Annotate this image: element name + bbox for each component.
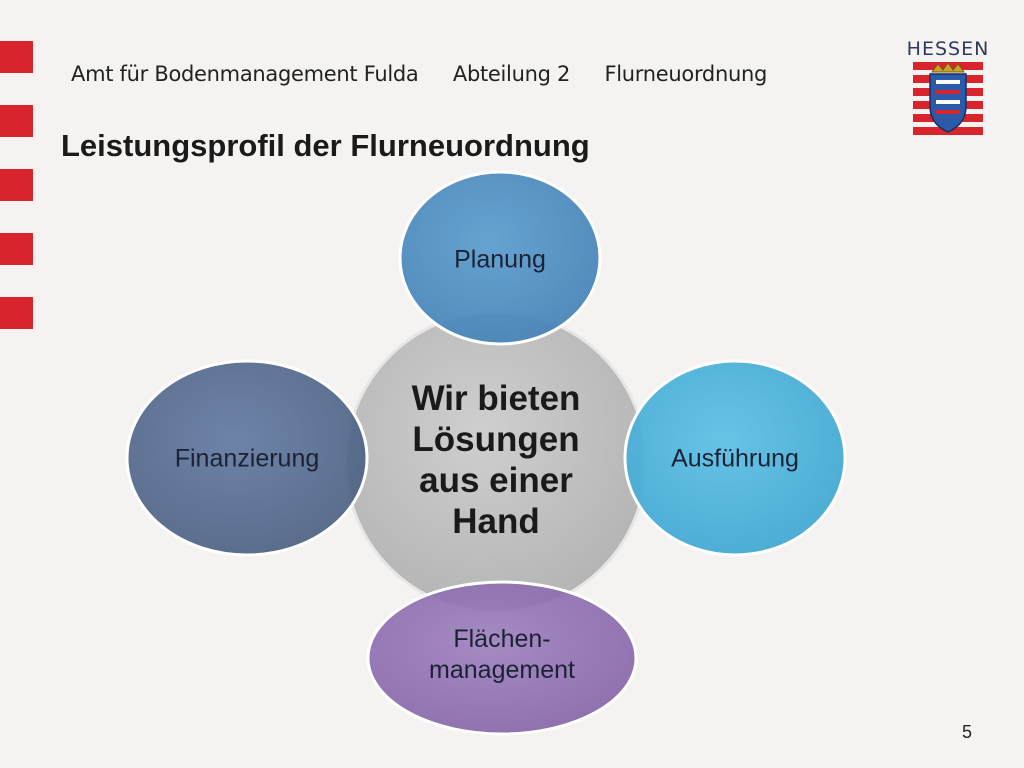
- finanzierung-label: Finanzierung: [174, 444, 320, 473]
- hessen-logo: HESSEN: [906, 38, 990, 143]
- center-line: Wir bieten: [411, 379, 581, 418]
- node-flaechenmanagement: [366, 580, 638, 736]
- center-label: Wir bieten Lösungen aus einer Hand: [412, 378, 581, 542]
- stripe: [0, 297, 33, 329]
- slide-header: Amt für Bodenmanagement Fulda Abteilung …: [71, 62, 795, 86]
- logo-text: HESSEN: [906, 38, 990, 60]
- stripe: [0, 41, 33, 73]
- slide-title: Leistungsprofil der Flurneuordnung: [61, 128, 590, 163]
- management-line: management: [429, 656, 575, 684]
- hessen-coat-of-arms-icon: [913, 62, 983, 135]
- node-finanzierung: [125, 359, 369, 557]
- ausfuehrung-label: Ausführung: [671, 444, 799, 473]
- stripe: [0, 105, 33, 137]
- center-line: Hand: [452, 502, 540, 541]
- header-department: Abteilung 2: [452, 62, 571, 86]
- stripe: [0, 233, 33, 265]
- center-line: aus einer: [419, 461, 573, 500]
- node-ausfuehrung: [623, 359, 847, 557]
- header-field: Flurneuordnung: [604, 62, 768, 86]
- header-office: Amt für Bodenmanagement Fulda: [71, 62, 419, 86]
- page-number: 5: [962, 722, 973, 742]
- left-stripe-decoration: [0, 41, 33, 361]
- center-line: Lösungen: [412, 420, 580, 459]
- stripe: [0, 169, 33, 201]
- flaechen-line: Flächen-: [453, 625, 551, 653]
- planung-label: Planung: [454, 245, 546, 274]
- flaechenmanagement-label: Flächen- management: [429, 624, 575, 686]
- node-planung: [398, 170, 602, 346]
